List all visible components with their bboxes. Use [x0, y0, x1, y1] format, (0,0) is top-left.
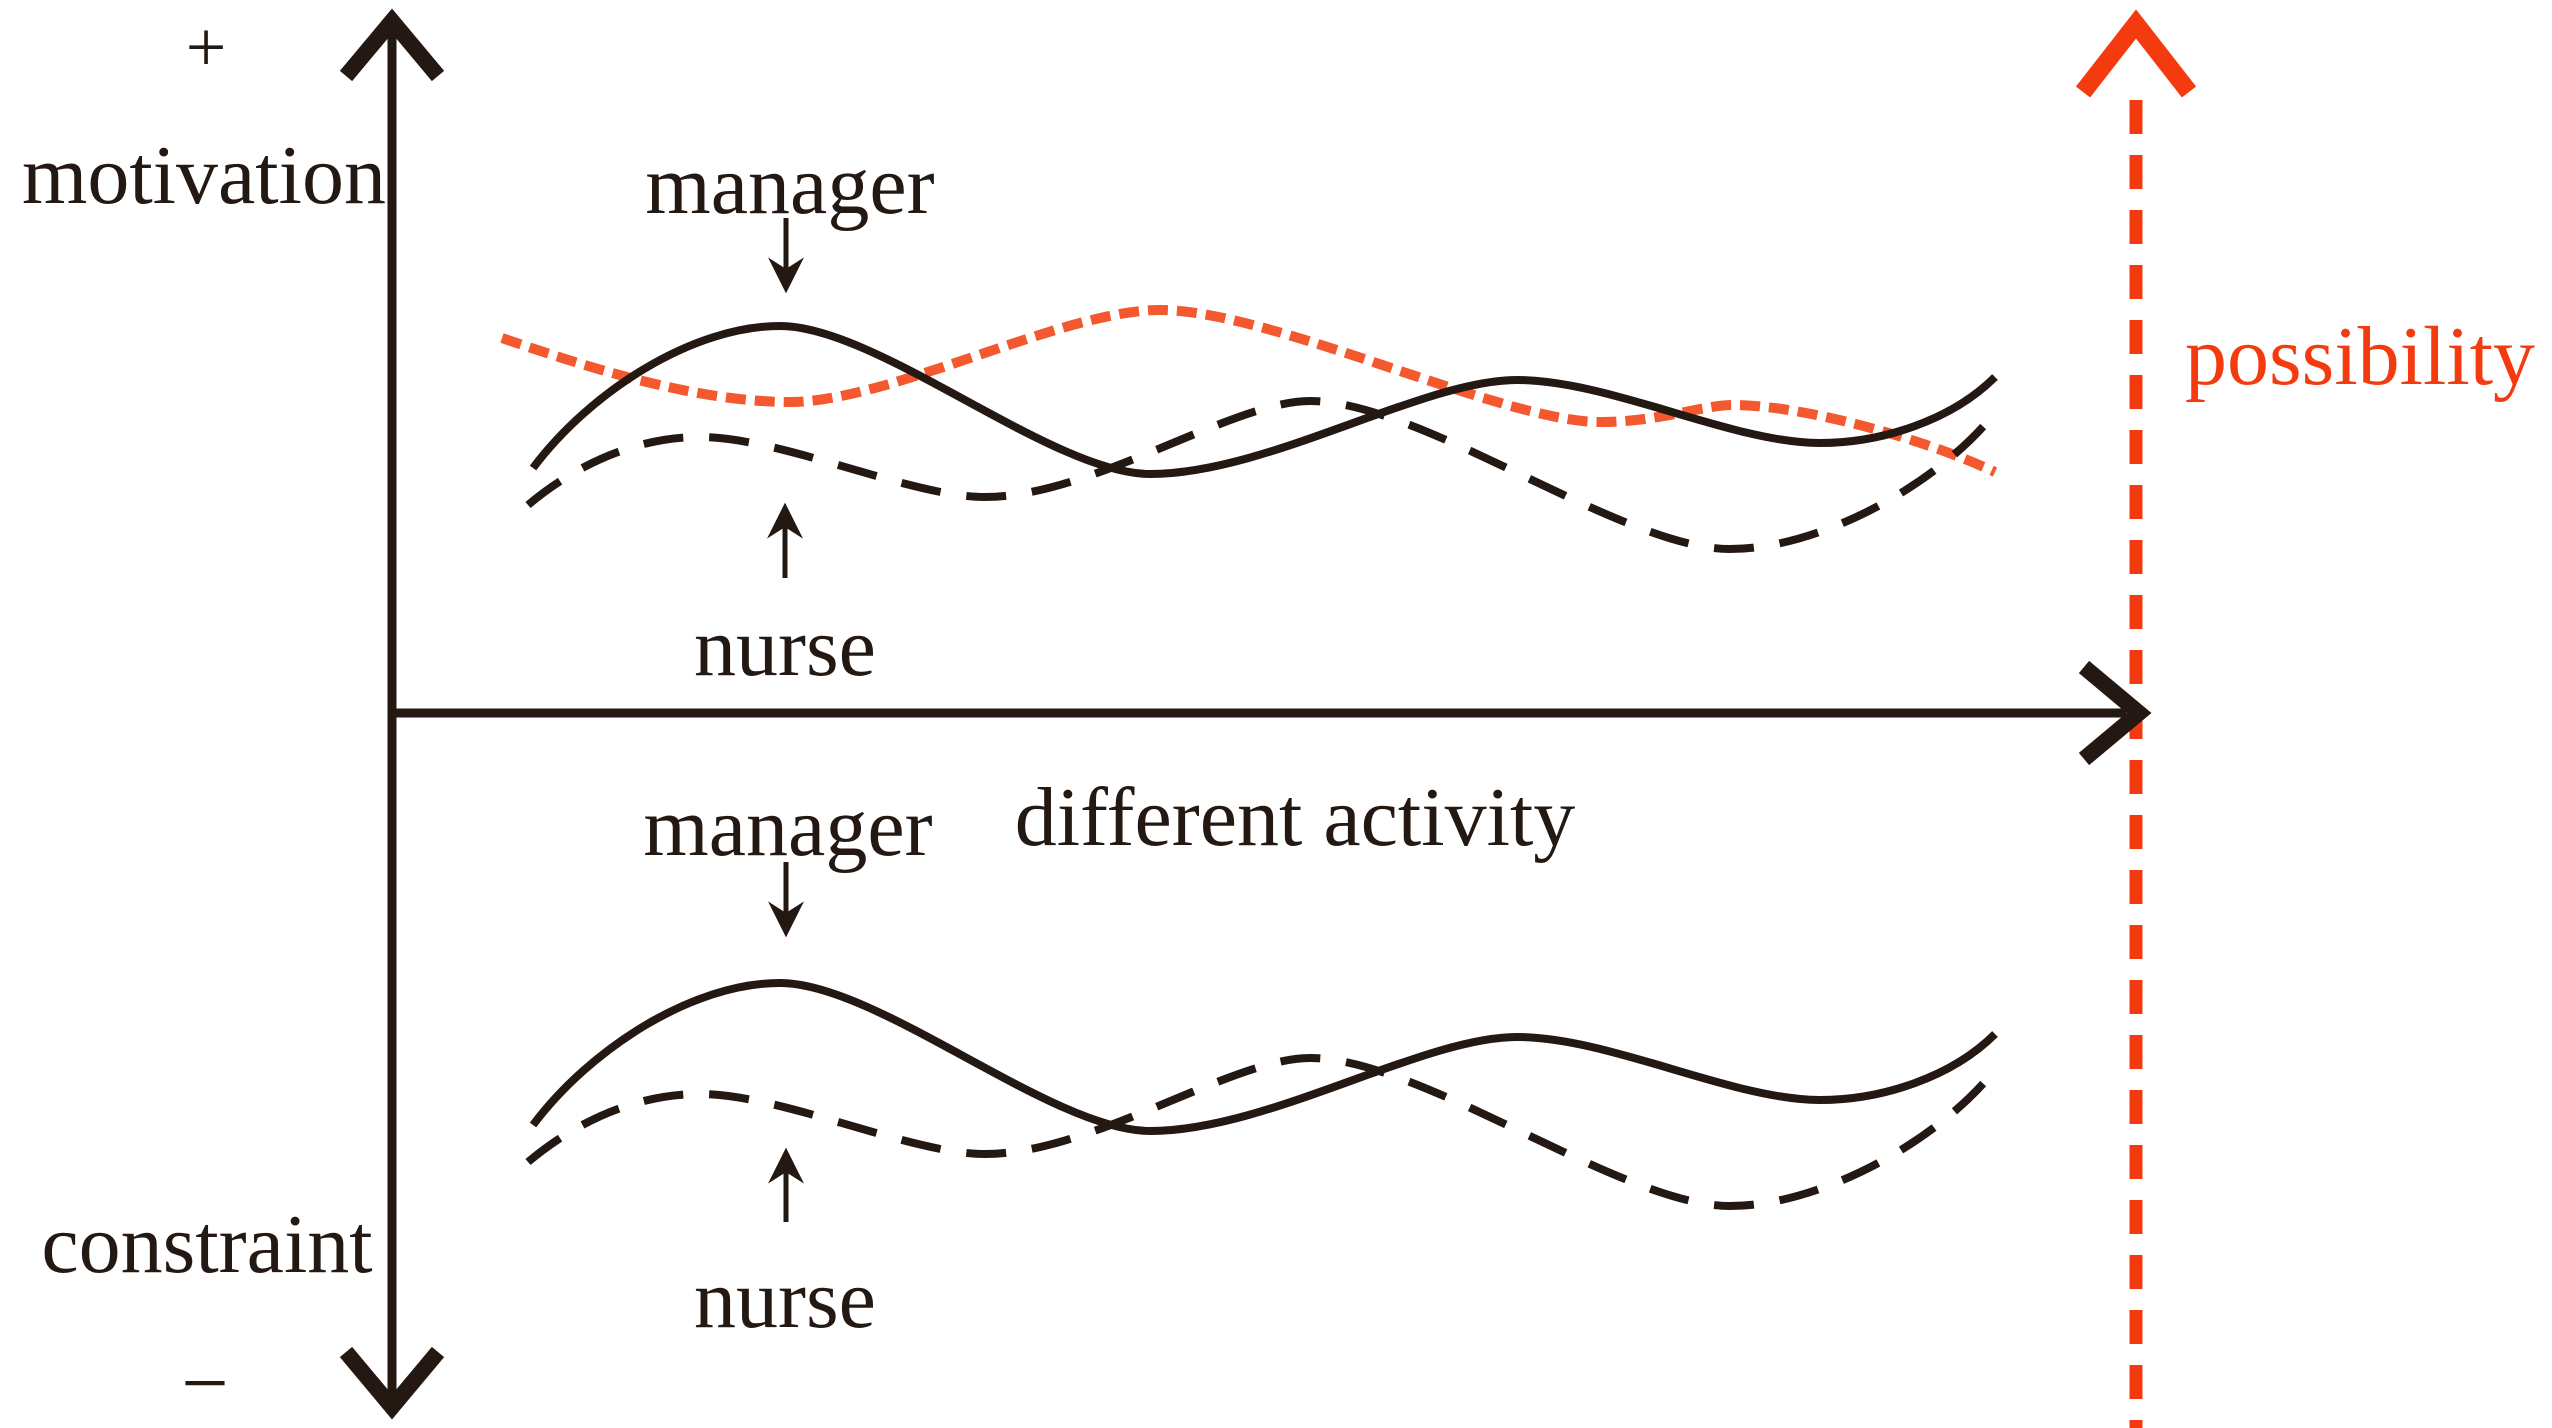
possibility-orange-curve: [500, 304, 1998, 477]
upper-manager-label: manager: [645, 139, 935, 232]
upper-nurse-curve: [525, 396, 2001, 554]
possibility-up-arrowhead-icon: [2075, 9, 2197, 98]
lower-nurse-curve: [525, 1053, 2001, 1211]
lower-manager-label: manager: [643, 781, 933, 874]
x-axis-label: different activity: [1014, 771, 1576, 864]
y-axis-up-arrowhead-icon: [339, 8, 445, 82]
y-axis-plus-label: +: [185, 7, 227, 87]
upper-manager-curve: [529, 321, 1998, 479]
motivation-label: motivation: [22, 129, 386, 222]
x-axis-right-arrowhead-icon: [2078, 660, 2152, 766]
constraint-label: constraint: [41, 1198, 373, 1291]
upper-nurse-label: nurse: [694, 601, 876, 694]
possibility-label: possibility: [2184, 310, 2536, 403]
lower-manager-curve: [529, 978, 1998, 1136]
lower-nurse-label: nurse: [694, 1253, 876, 1346]
y-axis-minus-label: −: [181, 1337, 229, 1428]
y-axis-down-arrowhead-icon: [339, 1346, 445, 1420]
